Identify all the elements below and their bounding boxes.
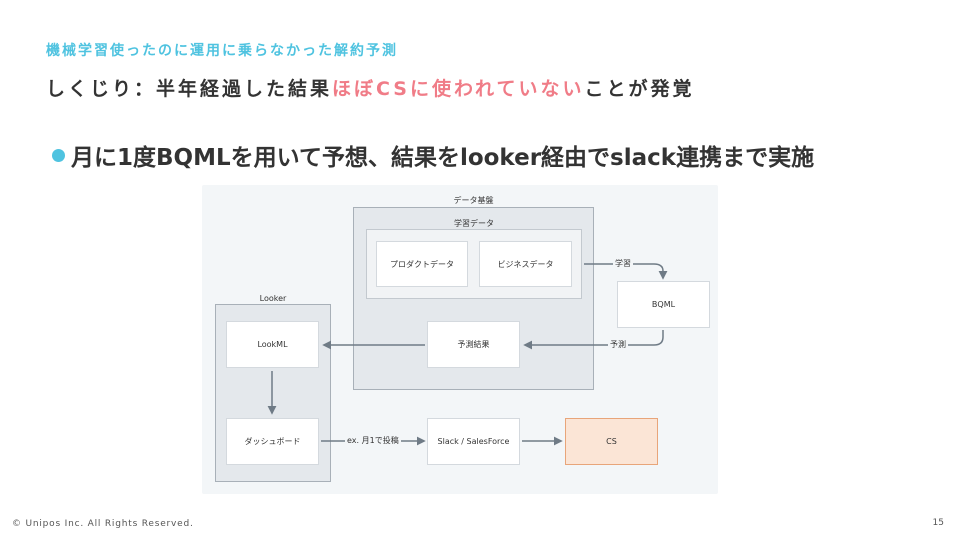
bullet-dot-icon xyxy=(52,148,65,162)
group-looker-label: Looker xyxy=(259,294,287,303)
diagram-arrows xyxy=(267,263,668,446)
slide-eyebrow: 機械学習使ったのに運用に乗らなかった解約予測 xyxy=(46,43,398,59)
node-dashboard: ダッシュボード xyxy=(226,418,319,465)
architecture-diagram: データ基盤 学習データ Looker プロダクトデータ ビジネスデータ BQML… xyxy=(202,185,718,494)
node-prediction-result: 予測結果 xyxy=(427,321,520,368)
edge-bqml-to-prediction xyxy=(523,330,664,350)
headline-suffix: ことが発覚 xyxy=(584,78,695,100)
node-business-data: ビジネスデータ xyxy=(479,241,572,287)
copyright-footer: © Unipos Inc. All Rights Reserved. xyxy=(12,519,194,529)
edge-label-predict: 予測 xyxy=(608,339,628,350)
node-product-data: プロダクトデータ xyxy=(376,241,468,287)
slide-headline: しくじり：半年経過した結果ほぼCSに使われていないことが発覚 xyxy=(46,74,695,101)
group-training-data-label: 学習データ xyxy=(454,219,494,228)
page-number: 15 xyxy=(932,518,944,528)
node-cs: CS xyxy=(565,418,658,465)
bullet-point: 月に1度BQMLを用いて予想、結果をlooker経由でslack連携まで実施 xyxy=(52,138,814,172)
edge-label-monthly-post: ex. 月1で投稿 xyxy=(345,435,401,446)
node-slack-salesforce: Slack / SalesForce xyxy=(427,418,520,465)
node-lookml: LookML xyxy=(226,321,319,368)
edge-label-train: 学習 xyxy=(613,258,633,269)
headline-highlight: ほぼCSに使われていない xyxy=(332,78,585,100)
edge-training-to-bqml xyxy=(584,263,668,280)
headline-prefix: しくじり：半年経過した結果 xyxy=(46,78,333,100)
node-bqml: BQML xyxy=(617,281,710,328)
bullet-text: 月に1度BQMLを用いて予想、結果をlooker経由でslack連携まで実施 xyxy=(71,145,815,171)
group-data-platform-label: データ基盤 xyxy=(453,196,494,205)
